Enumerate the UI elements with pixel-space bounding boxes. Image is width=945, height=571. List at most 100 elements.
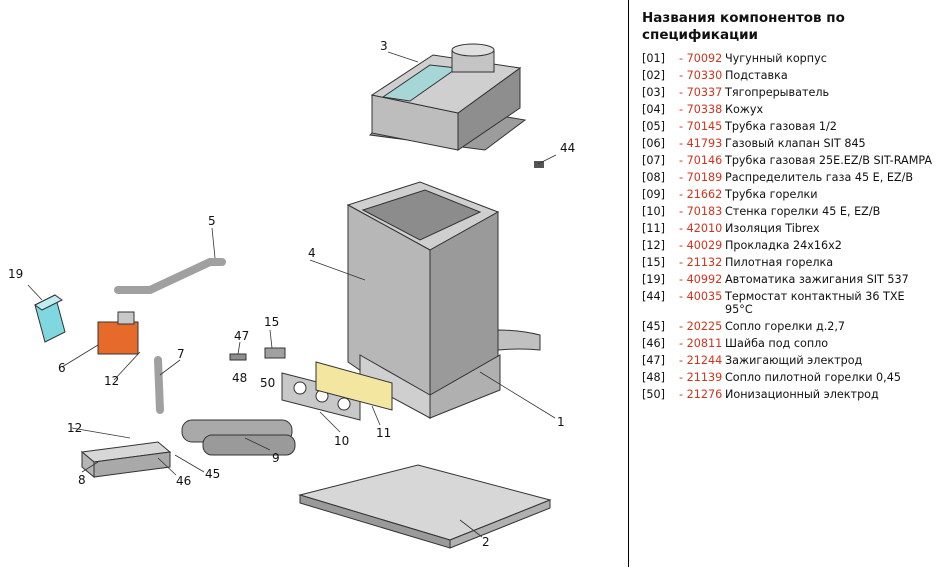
spec-name: Газовый клапан SIT 845 <box>725 137 866 150</box>
spec-index: [50] <box>642 388 665 401</box>
callout-4: 4 <box>308 246 316 260</box>
spec-index: [04] <box>642 103 665 116</box>
callout-19: 19 <box>8 267 23 281</box>
spec-index: [05] <box>642 120 665 133</box>
callout-15: 15 <box>264 315 279 329</box>
part-gas-manifold <box>80 441 172 479</box>
callout-44: 44 <box>560 141 575 155</box>
part-base-stand <box>298 464 552 549</box>
spec-code: - 42010 <box>679 222 723 235</box>
spec-name: Трубка газовая 1/2 <box>725 120 837 133</box>
callout-9: 9 <box>272 451 280 465</box>
spec-index: [03] <box>642 86 665 99</box>
spec-title: Названия компонентов по спецификации <box>642 10 845 43</box>
spec-code: - 21244 <box>679 354 723 367</box>
spec-index: [47] <box>642 354 665 367</box>
spec-name: Подставка <box>725 69 788 82</box>
spec-index: [15] <box>642 256 665 269</box>
part-ignition-control <box>34 294 66 343</box>
spec-name: Изоляция Tibrex <box>725 222 820 235</box>
spec-name: Автоматика зажигания SIT 537 <box>725 273 909 286</box>
spec-name: Чугунный корпус <box>725 52 827 65</box>
callout-2: 2 <box>482 535 490 549</box>
spec-name: Распределитель газа 45 E, EZ/B <box>725 171 914 184</box>
spec-index: [45] <box>642 320 665 333</box>
callout-48: 48 <box>232 371 247 385</box>
spec-index: [08] <box>642 171 665 184</box>
callout-7: 7 <box>177 347 185 361</box>
spec-name: Зажигающий электрод <box>725 354 863 367</box>
panel-divider <box>628 0 629 567</box>
callout-3: 3 <box>380 39 388 53</box>
callout-46: 46 <box>176 474 191 488</box>
callout-10: 10 <box>334 434 349 448</box>
callout-8: 8 <box>78 473 86 487</box>
part-thermostat <box>534 161 544 168</box>
callout-5: 5 <box>208 214 216 228</box>
spec-name: Термостат контактный 36 TXE 95°C <box>725 290 905 316</box>
callout-50: 50 <box>260 376 275 390</box>
callout-12-lower: 12 <box>67 421 82 435</box>
part-gas-valve <box>97 311 139 355</box>
spec-index: [19] <box>642 273 665 286</box>
diagram-svg: 3 44 4 5 19 6 12 7 12 8 46 45 9 10 11 1 … <box>8 39 575 549</box>
spec-code: - 40035 <box>679 290 723 303</box>
spec-name: Пилотная горелка <box>725 256 834 269</box>
callout-47: 47 <box>234 329 249 343</box>
exploded-boiler-diagram: 3 44 4 5 19 6 12 7 12 8 46 45 9 10 11 1 … <box>8 39 575 549</box>
spec-code: - 21276 <box>679 388 723 401</box>
spec-code: - 70146 <box>679 154 723 167</box>
spec-code: - 70092 <box>679 52 723 65</box>
spec-code: - 40029 <box>679 239 723 252</box>
spec-code: - 70183 <box>679 205 723 218</box>
spec-index: [48] <box>642 371 665 384</box>
spec-name: Тягопрерыватель <box>725 86 830 99</box>
spec-code: - 41793 <box>679 137 723 150</box>
spec-name: Кожух <box>725 103 764 116</box>
spec-code: - 20225 <box>679 320 723 333</box>
callout-6: 6 <box>58 361 66 375</box>
spec-index: [12] <box>642 239 665 252</box>
callout-labels: 3 44 4 5 19 6 12 7 12 8 46 45 9 10 11 1 … <box>8 39 575 549</box>
spec-code: - 70145 <box>679 120 723 133</box>
spec-name: Стенка горелки 45 E, EZ/B <box>725 205 881 218</box>
callout-45: 45 <box>205 467 220 481</box>
part-draft-diverter <box>368 43 527 151</box>
spec-code: - 70330 <box>679 69 723 82</box>
spec-name: Сопло пилотной горелки 0,45 <box>725 371 901 384</box>
spec-index: [11] <box>642 222 665 235</box>
spec-code: - 21132 <box>679 256 723 269</box>
part-gas-pipe-sit <box>154 356 164 414</box>
spec-index: [06] <box>642 137 665 150</box>
callout-12-upper: 12 <box>104 374 119 388</box>
callout-1: 1 <box>557 415 565 429</box>
spec-index: [01] <box>642 52 665 65</box>
spec-code: - 20811 <box>679 337 723 350</box>
spec-index: [09] <box>642 188 665 201</box>
spec-name: Трубка газовая 25E.EZ/B SIT-RAMPA <box>725 154 933 167</box>
spec-panel: Названия компонентов по спецификации [01… <box>642 10 940 405</box>
spec-code: - 21662 <box>679 188 723 201</box>
spec-code: - 70337 <box>679 86 723 99</box>
spec-code: - 70189 <box>679 171 723 184</box>
spec-name: Сопло горелки д.2,7 <box>725 320 846 333</box>
